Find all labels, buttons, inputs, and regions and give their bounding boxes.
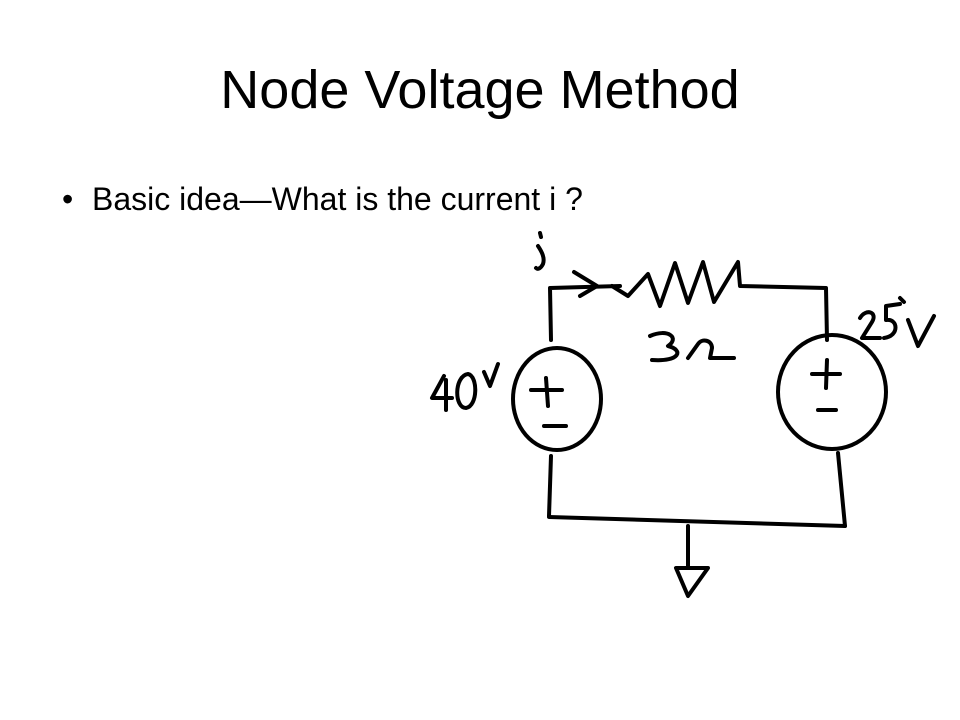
bullet-item: • Basic idea—What is the current i ? <box>62 176 583 222</box>
slide-title: Node Voltage Method <box>220 60 740 120</box>
right-source-label <box>858 296 936 348</box>
bullet-dot: • <box>62 181 74 217</box>
top-wire-with-resistor <box>548 260 829 342</box>
current-label-i <box>534 231 546 271</box>
right-voltage-source <box>776 333 888 451</box>
current-arrow <box>572 270 599 298</box>
left-source-label <box>430 362 500 412</box>
bullet-text: Basic idea—What is the current i ? <box>92 181 583 217</box>
left-voltage-source <box>511 346 603 452</box>
resistor-label <box>648 331 736 363</box>
bottom-wire <box>547 451 847 528</box>
ground-symbol <box>674 524 710 598</box>
